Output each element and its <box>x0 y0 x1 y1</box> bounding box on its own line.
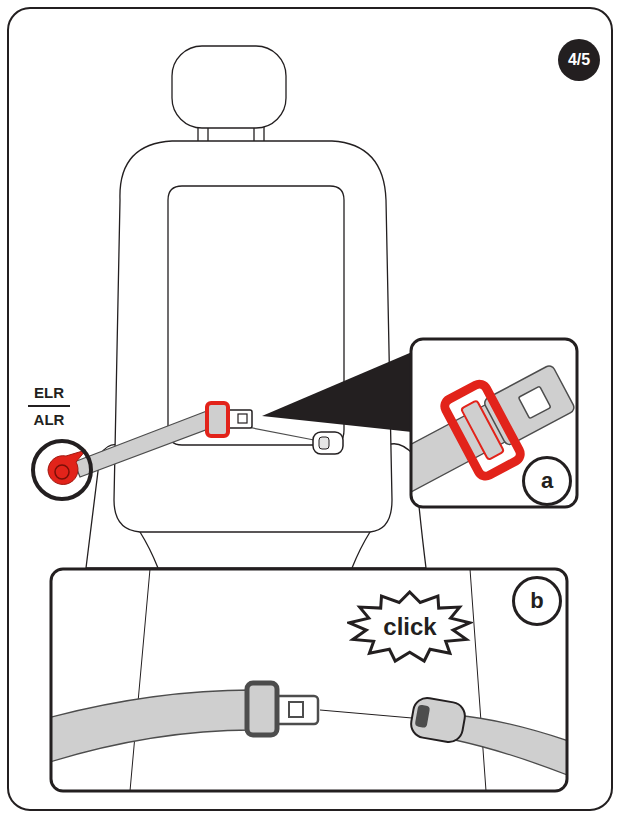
callout-wedge <box>262 352 412 432</box>
buckle <box>409 696 467 744</box>
buckle-slot <box>415 704 431 728</box>
retractor-type-label: ELR <box>34 385 64 400</box>
inset-b <box>40 569 580 791</box>
sound-word: click <box>383 615 436 639</box>
latch-plate <box>247 683 277 735</box>
buckle-strap <box>455 715 567 780</box>
retractor <box>33 441 91 499</box>
fraction-bar <box>28 405 70 407</box>
retractor-body <box>48 450 86 484</box>
belt-webbing <box>74 409 216 477</box>
retractor-spool <box>55 465 69 479</box>
seat-edge <box>130 569 486 791</box>
tongue-hole <box>518 386 550 418</box>
seat-back <box>114 141 392 532</box>
latch-slot <box>461 400 504 460</box>
buckle <box>313 432 343 454</box>
callout-letter: b <box>512 576 562 626</box>
inset-ground <box>51 569 567 791</box>
seat <box>86 46 426 568</box>
click-burst: click <box>347 590 472 664</box>
belt-edge <box>320 710 412 718</box>
frame <box>8 8 612 810</box>
callout-letter: a <box>522 456 572 506</box>
tongue-hole <box>238 414 247 423</box>
buckle-slot <box>319 437 329 449</box>
callout-text: b <box>530 590 543 612</box>
inset-border <box>411 339 577 507</box>
step-number: 4/5 <box>558 39 600 81</box>
latch-tongue <box>228 410 252 428</box>
callout-text: 4/5 <box>568 52 590 68</box>
callout-text: a <box>541 470 553 492</box>
starburst-outline <box>350 592 471 661</box>
seat-seam <box>140 532 370 568</box>
retractor-type-label: ALR <box>34 412 65 427</box>
inset-border <box>51 569 567 791</box>
retractor-highlight <box>33 441 91 499</box>
inset-a <box>373 339 584 515</box>
headrest <box>172 46 286 128</box>
belt-webbing <box>51 690 252 765</box>
inset-ground <box>411 339 577 507</box>
tongue-hole <box>289 702 303 717</box>
latch-plate <box>442 381 523 479</box>
latch-plate <box>207 403 228 436</box>
